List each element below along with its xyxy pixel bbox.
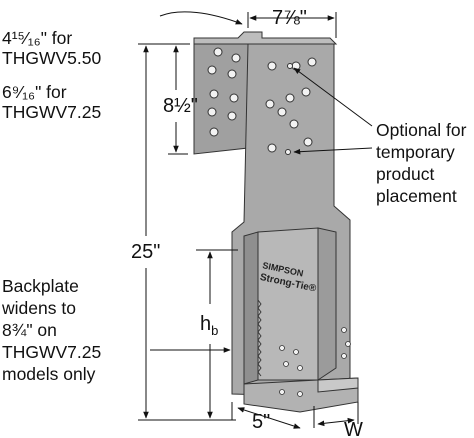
backplate-line-2: widens to xyxy=(1,298,76,318)
seat-right-side xyxy=(317,227,337,381)
hanger-body xyxy=(193,31,359,413)
optional-line-1: Optional for xyxy=(376,120,467,140)
top-left-line-3: 6⁹⁄₁₆" for xyxy=(2,82,67,102)
left-flange-holes xyxy=(207,47,241,137)
bottom-depth-dimension: 5" xyxy=(252,411,270,433)
top-left-callout: 4¹⁵⁄₁₆" for THGWV5.50 6⁹⁄₁₆" for THGWV7.… xyxy=(2,28,101,122)
dimension-values: 7⅞" 8½" 25" hb 5" W xyxy=(131,7,363,438)
dimension-lines xyxy=(138,11,373,429)
left-side-flange xyxy=(193,43,249,155)
seat-front-lip xyxy=(317,377,359,393)
top-width-dimension: 7⅞" xyxy=(272,7,307,29)
weld-bead xyxy=(257,299,262,377)
top-left-line-4: THGWV7.25 xyxy=(2,102,101,122)
seat-back-panel xyxy=(257,227,319,381)
backplate-callout: Backplate widens to 8¾" on THGWV7.25 mod… xyxy=(1,276,101,384)
seat-side-left xyxy=(243,231,259,385)
overall-height-dimension: 25" xyxy=(131,241,160,263)
hb-dimension: hb xyxy=(200,313,218,338)
backplate-line-5: models only xyxy=(2,364,96,384)
optional-line-2: temporary xyxy=(376,142,455,162)
seat-width-dimension: W xyxy=(344,419,363,438)
optional-line-3: product xyxy=(376,164,435,184)
seat-holes xyxy=(279,327,351,397)
backplate-line-4: THGWV7.25 xyxy=(2,342,101,362)
optional-callout: Optional for temporary product placement xyxy=(376,120,467,206)
backplate-line-1: Backplate xyxy=(2,276,79,296)
optional-line-4: placement xyxy=(376,186,457,206)
top-left-line-2: THGWV5.50 xyxy=(2,48,101,68)
flange-height-dimension: 8½" xyxy=(163,95,198,117)
backplate-line-3: 8¾" on xyxy=(2,320,57,340)
top-left-line-1: 4¹⁵⁄₁₆" for xyxy=(2,28,72,48)
